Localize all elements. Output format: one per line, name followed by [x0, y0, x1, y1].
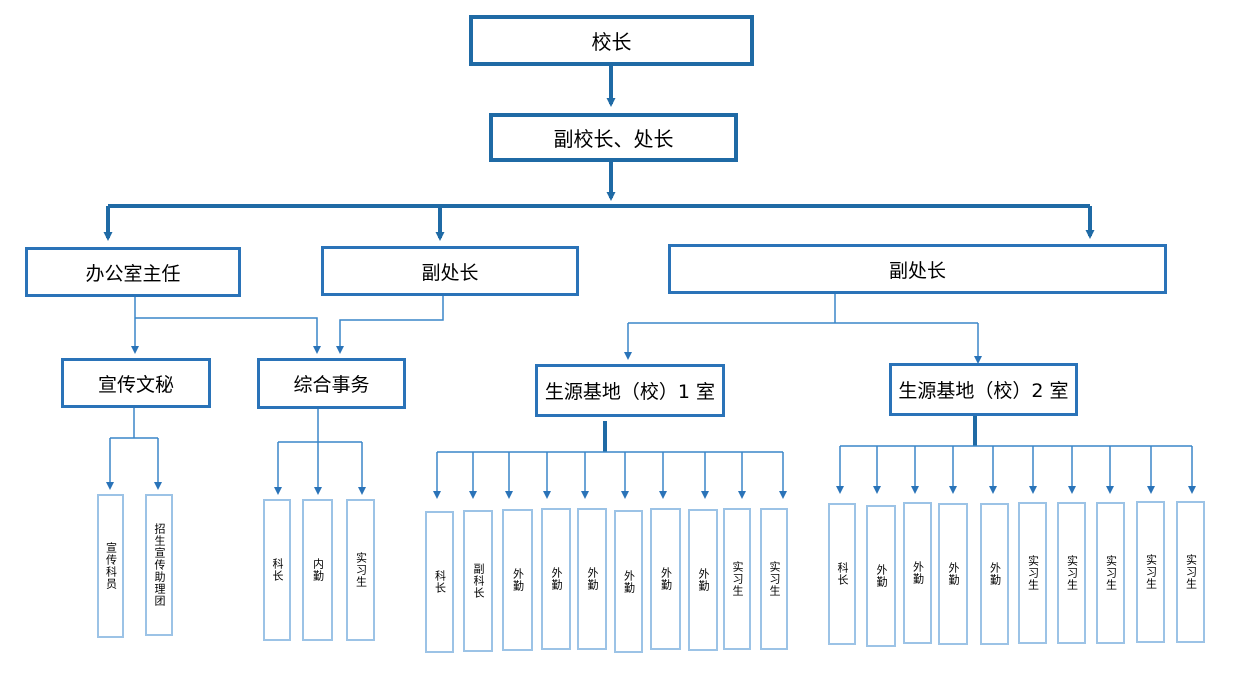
- leaf-room1-staff: 外勤: [577, 508, 607, 650]
- leaf-label: 实习生: [768, 561, 782, 597]
- leaf-label: 内勤: [311, 558, 325, 582]
- node-room-2: 生源基地（校）2 室: [889, 363, 1078, 416]
- leaf-room1-staff: 外勤: [502, 509, 533, 651]
- leaf-room2-staff: 实习生: [1136, 501, 1165, 643]
- leaf-label: 实习生: [1144, 554, 1158, 590]
- node-publicity-label: 宣传文秘: [97, 373, 174, 396]
- node-vice-principal-label: 副校长、处长: [553, 127, 674, 151]
- node-office-director-label: 办公室主任: [85, 262, 181, 285]
- node-room-1-label: 生源基地（校）1 室: [544, 381, 716, 403]
- leaf-label: 宣传科员: [104, 542, 118, 590]
- leaf-room1-staff: 外勤: [541, 508, 571, 650]
- leaf-general-staff: 内勤: [302, 499, 333, 641]
- leaf-room2-staff: 外勤: [903, 502, 932, 644]
- leaf-room1-staff: 外勤: [614, 510, 643, 653]
- leaf-room2-staff: 实习生: [1096, 502, 1125, 644]
- node-deputy-director-a-label: 副处长: [421, 261, 479, 284]
- leaf-label: 副科长: [472, 563, 486, 599]
- leaf-label: 科长: [433, 570, 447, 594]
- leaf-label: 外勤: [586, 567, 600, 591]
- leaf-label: 外勤: [911, 561, 925, 585]
- leaf-label: 外勤: [550, 567, 564, 591]
- node-general-affairs-label: 综合事务: [293, 374, 370, 396]
- leaf-room1-staff: 外勤: [650, 508, 681, 650]
- leaf-label: 科长: [836, 562, 850, 586]
- leaf-general-staff: 实习生: [346, 499, 375, 641]
- leaf-room2-staff: 外勤: [866, 505, 896, 647]
- leaf-label: 外勤: [511, 568, 525, 592]
- node-vice-principal: 副校长、处长: [489, 113, 738, 162]
- node-room-2-label: 生源基地（校）2 室: [898, 380, 1069, 402]
- leaf-label: 实习生: [1065, 555, 1079, 591]
- leaf-label: 招生宣传助理团: [153, 523, 167, 607]
- leaf-label: 实习生: [1104, 555, 1118, 591]
- leaf-room1-staff: 外勤: [688, 509, 718, 651]
- node-deputy-director-b-label: 副处长: [888, 259, 946, 282]
- leaf-room1-staff: 副科长: [463, 510, 493, 652]
- leaf-publicity-staff: 招生宣传助理团: [145, 494, 173, 636]
- leaf-label: 科长: [271, 558, 285, 582]
- node-deputy-director-a: 副处长: [321, 246, 579, 296]
- leaf-publicity-staff: 宣传科员: [97, 494, 124, 638]
- leaf-general-staff: 科长: [263, 499, 291, 641]
- leaf-room2-staff: 实习生: [1176, 501, 1205, 643]
- leaf-label: 外勤: [622, 569, 636, 594]
- node-general-affairs: 综合事务: [257, 358, 406, 409]
- leaf-room1-staff: 实习生: [760, 508, 788, 650]
- leaf-room1-staff: 科长: [425, 511, 454, 653]
- leaf-label: 实习生: [731, 561, 745, 597]
- node-office-director: 办公室主任: [25, 247, 241, 297]
- leaf-label: 外勤: [875, 564, 889, 588]
- leaf-label: 实习生: [1026, 555, 1040, 591]
- leaf-room2-staff: 实习生: [1018, 502, 1047, 644]
- leaf-label: 实习生: [354, 552, 368, 588]
- leaf-label: 外勤: [947, 562, 961, 586]
- node-deputy-director-b: 副处长: [668, 244, 1167, 294]
- leaf-room2-staff: 外勤: [980, 503, 1009, 645]
- leaf-room2-staff: 外勤: [938, 503, 968, 645]
- leaf-label: 外勤: [697, 568, 711, 592]
- node-principal: 校长: [469, 15, 754, 66]
- node-room-1: 生源基地（校）1 室: [535, 364, 725, 417]
- leaf-label: 外勤: [988, 562, 1002, 586]
- node-publicity: 宣传文秘: [61, 358, 211, 408]
- node-principal-label: 校长: [591, 30, 632, 54]
- leaf-label: 外勤: [659, 567, 673, 591]
- leaf-room1-staff: 实习生: [723, 508, 751, 650]
- leaf-label: 实习生: [1184, 554, 1198, 590]
- leaf-room2-staff: 实习生: [1057, 502, 1086, 644]
- leaf-room2-staff: 科长: [828, 503, 856, 645]
